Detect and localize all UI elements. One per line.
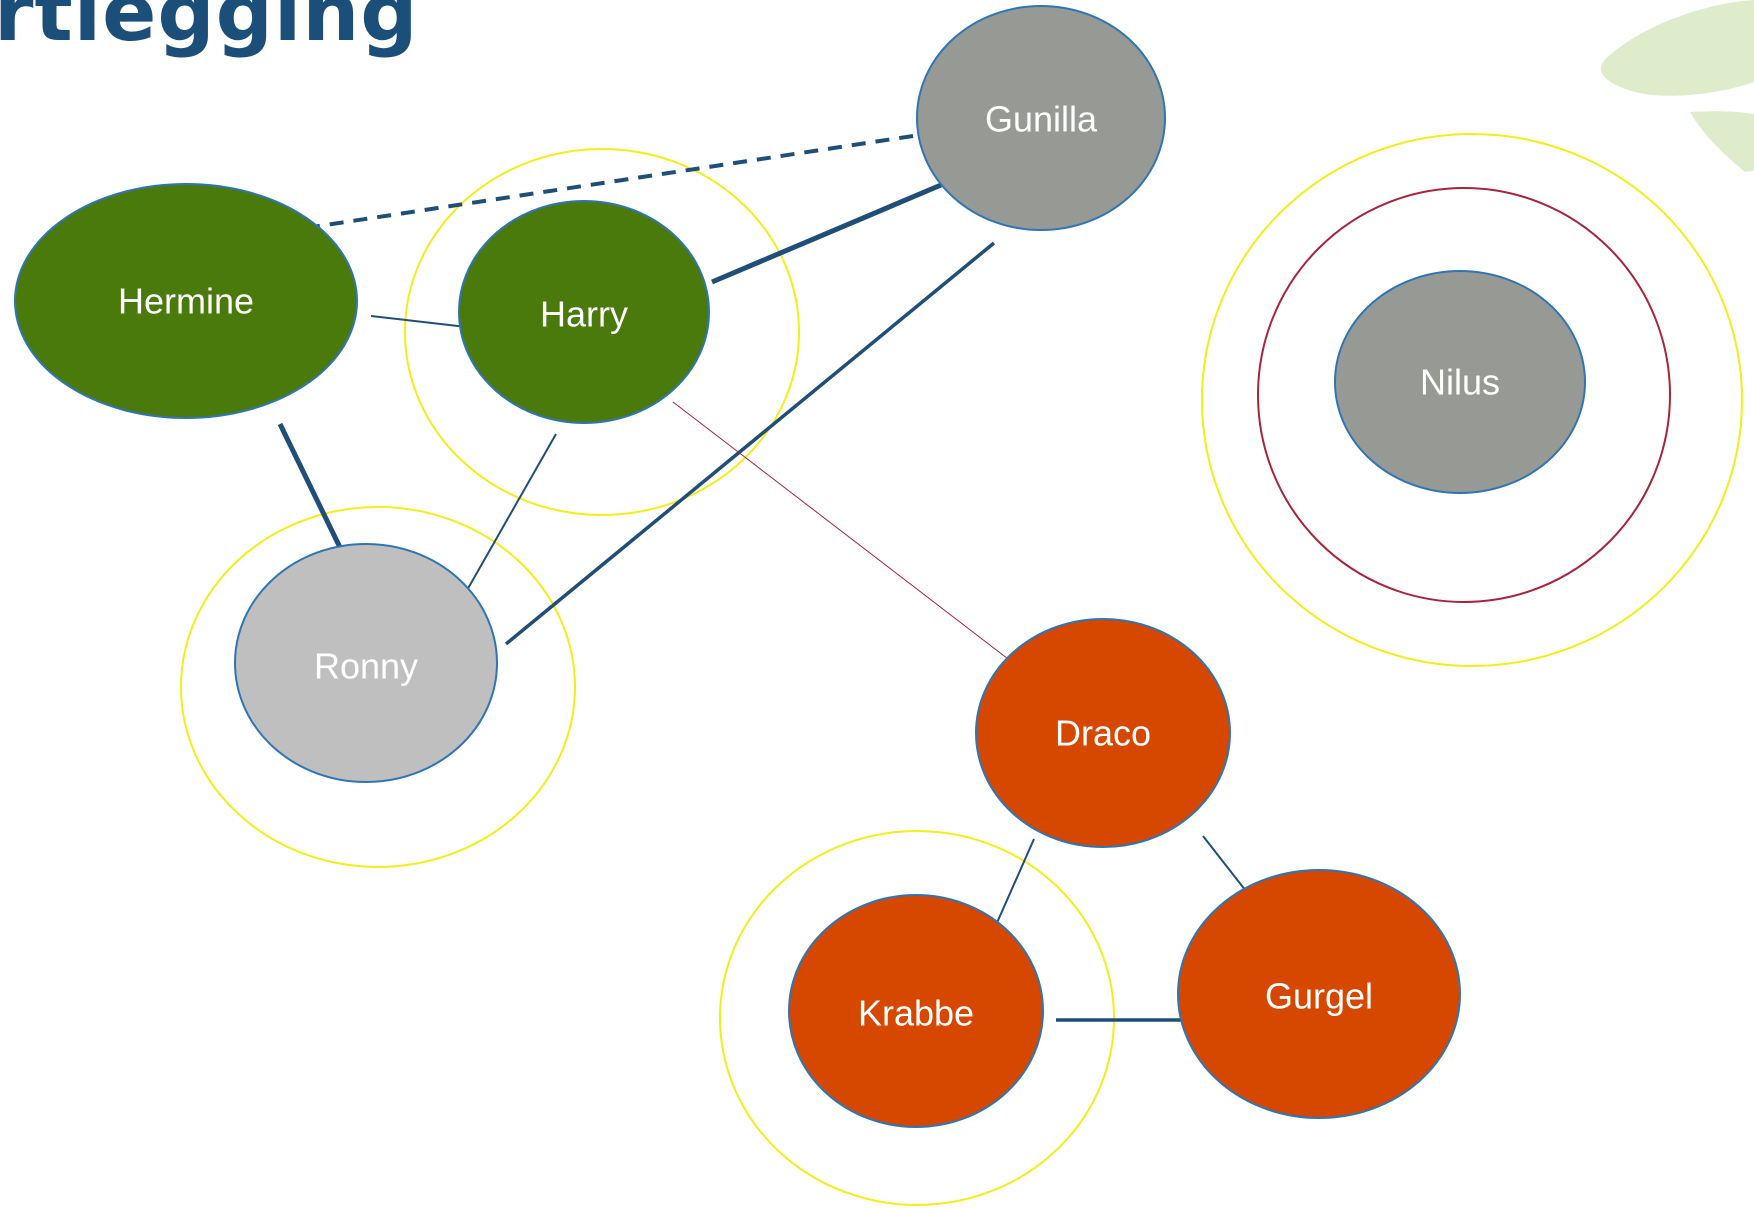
ring-nilus-outer bbox=[1201, 133, 1743, 667]
node-label-draco: Draco bbox=[1055, 713, 1151, 754]
node-krabbe[interactable]: Krabbe bbox=[788, 894, 1044, 1128]
node-label-gurgel: Gurgel bbox=[1265, 976, 1373, 1017]
node-label-gunilla: Gunilla bbox=[985, 99, 1098, 140]
node-label-nilus: Nilus bbox=[1420, 362, 1500, 403]
decorative-leaf-icon bbox=[1600, 0, 1754, 172]
node-label-ronny: Ronny bbox=[314, 646, 418, 687]
node-draco[interactable]: Draco bbox=[975, 618, 1231, 848]
edge-hermine-gunilla bbox=[305, 132, 927, 230]
edge-harry-draco bbox=[672, 401, 1013, 663]
page-title: rtlegging bbox=[0, 0, 419, 59]
node-label-hermine: Hermine bbox=[118, 281, 254, 322]
ring-ronny bbox=[180, 506, 576, 868]
ring-nilus-inner bbox=[1257, 187, 1671, 603]
node-label-krabbe: Krabbe bbox=[858, 993, 974, 1034]
node-hermine[interactable]: Hermine bbox=[14, 183, 358, 419]
node-ronny[interactable]: Ronny bbox=[234, 543, 498, 783]
edge-harry-ronny bbox=[465, 433, 557, 593]
ring-harry bbox=[404, 148, 800, 516]
node-harry[interactable]: Harry bbox=[458, 200, 710, 424]
ring-krabbe bbox=[719, 830, 1115, 1206]
edge-gunilla-ronny bbox=[504, 241, 996, 646]
node-label-harry: Harry bbox=[540, 294, 628, 335]
edge-harry-gunilla bbox=[711, 182, 942, 285]
edge-draco-krabbe bbox=[995, 838, 1035, 926]
node-nilus[interactable]: Nilus bbox=[1334, 270, 1586, 494]
node-gurgel[interactable]: Gurgel bbox=[1177, 869, 1461, 1119]
edge-hermine-ronny bbox=[277, 422, 353, 570]
node-gunilla[interactable]: Gunilla bbox=[916, 5, 1166, 231]
